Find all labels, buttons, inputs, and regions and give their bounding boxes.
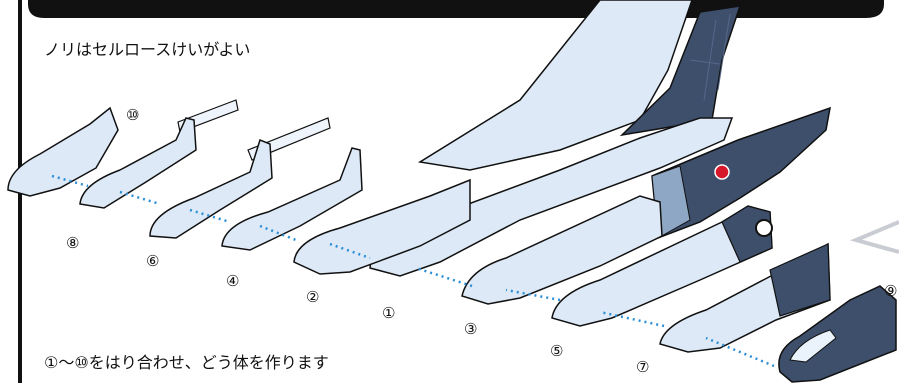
part-label-5: ⑤ bbox=[550, 342, 563, 360]
section-4 bbox=[221, 147, 363, 251]
frame-top-bar bbox=[28, 0, 884, 18]
part-label-6: ⑥ bbox=[146, 252, 159, 270]
section-2 bbox=[293, 178, 471, 275]
part-label-10: ⑩ bbox=[126, 106, 139, 124]
assembly-note: ①～⑩をはり合わせ、どう体を作ります bbox=[44, 353, 329, 372]
section-3 bbox=[461, 195, 663, 305]
section-6 bbox=[149, 139, 273, 239]
section-7-dark bbox=[769, 243, 831, 317]
hinomaru bbox=[714, 164, 730, 180]
part-label-2: ② bbox=[306, 288, 319, 306]
nose-canopy bbox=[789, 329, 837, 363]
part-label-7: ⑦ bbox=[636, 358, 649, 376]
section-8 bbox=[79, 117, 197, 209]
camo-spine bbox=[651, 106, 831, 240]
part-label-8: ⑧ bbox=[66, 234, 79, 252]
wing-panel bbox=[417, 0, 693, 171]
section-10 bbox=[7, 106, 119, 197]
part-label-1: ① bbox=[382, 304, 395, 322]
angle-mark bbox=[849, 220, 899, 254]
assembly-arrows bbox=[51, 174, 775, 368]
glue-note: ノリはセルロースけいがよい bbox=[44, 40, 251, 59]
part-label-9: ⑨ bbox=[884, 282, 897, 300]
tail-fin-panel-lines bbox=[689, 13, 731, 101]
wheel-ring bbox=[755, 219, 773, 237]
section-5 bbox=[551, 205, 773, 327]
part-label-4: ④ bbox=[226, 272, 239, 290]
part-label-3: ③ bbox=[464, 320, 477, 338]
